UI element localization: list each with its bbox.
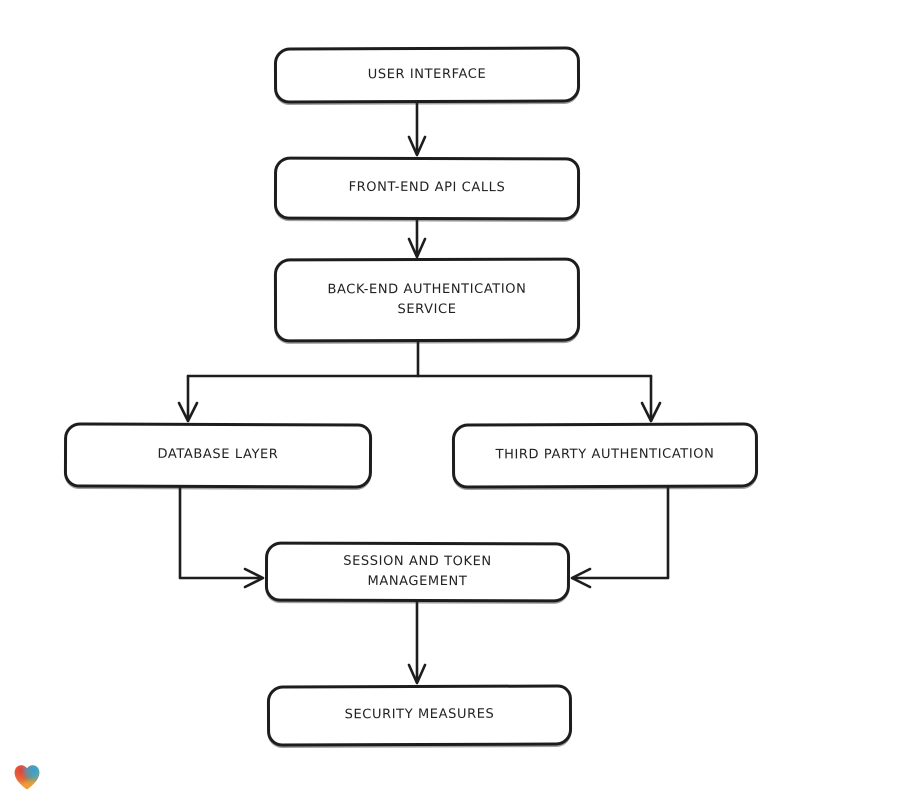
edge-line: [572, 486, 670, 580]
node-third-party-authentication: THIRD PARTY AUTHENTICATION: [451, 422, 759, 489]
edge-third-party-authentication-to-session-and-token-management: [570, 486, 670, 589]
arrowhead-down-icon: [407, 135, 427, 157]
heart-icon: [14, 765, 40, 790]
node-session-and-token-management: SESSION AND TOKEN MANAGEMENT: [264, 541, 571, 603]
arrowhead-right-icon: [243, 567, 265, 589]
node-database-layer: DATABASE LAYER: [63, 422, 373, 489]
edge-session-and-token-management-to-security-measures: [407, 600, 427, 685]
edge-user-interface-to-front-end-api-calls: [407, 101, 427, 157]
edge-database-layer-to-session-and-token-management: [178, 486, 265, 589]
arrowhead-down-icon: [640, 401, 662, 423]
arrowhead-left-icon: [570, 567, 592, 589]
edge-line: [178, 486, 263, 580]
edge-front-end-api-calls-to-back-end-authentication-service: [407, 218, 427, 259]
node-front-end-api-calls: FRONT-END API CALLS: [273, 156, 581, 221]
arrowhead-down-icon: [407, 237, 427, 259]
arrowhead-down-icon: [177, 401, 199, 423]
edge-back-end-authentication-service-branch: [177, 340, 662, 423]
node-back-end-authentication-service: BACK-END AUTHENTICATION SERVICE: [273, 257, 581, 343]
heart-logo[interactable]: [10, 759, 44, 793]
node-security-measures: SECURITY MEASURES: [266, 684, 573, 747]
arrowhead-down-icon: [407, 663, 427, 685]
node-user-interface: USER INTERFACE: [273, 46, 581, 104]
